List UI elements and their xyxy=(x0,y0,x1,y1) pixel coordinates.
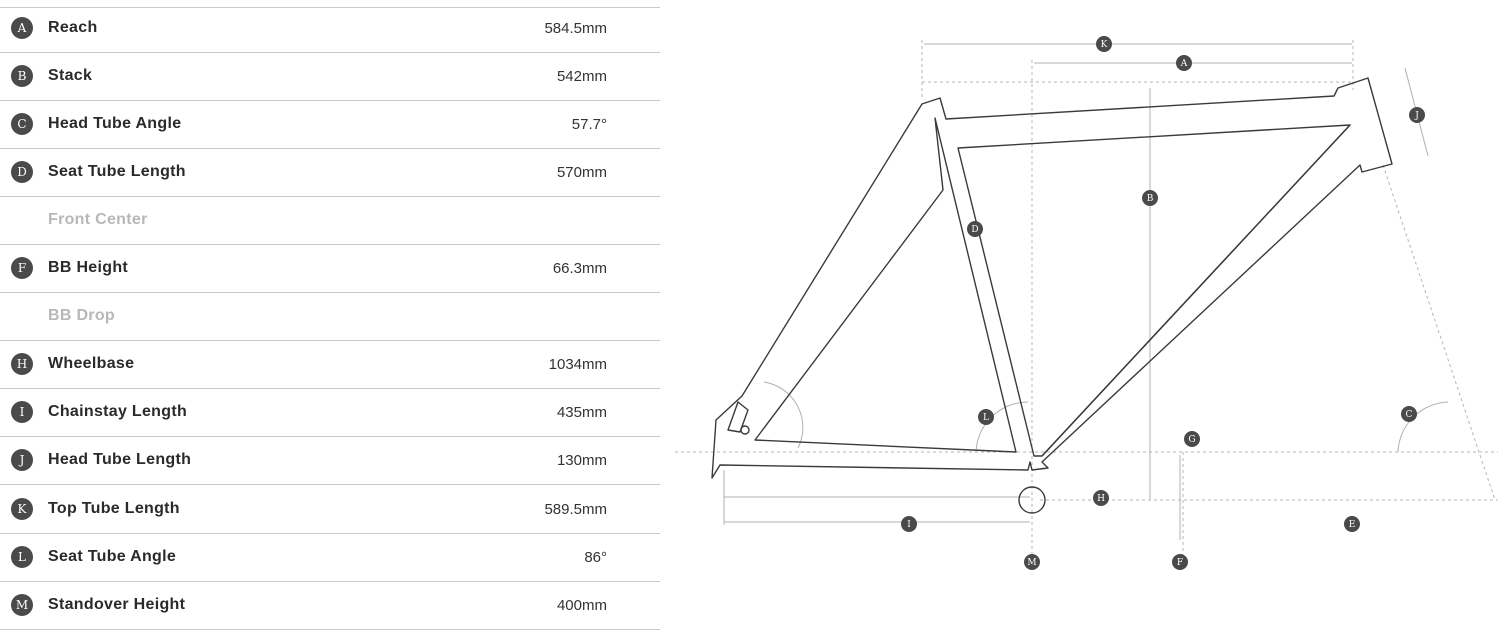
geometry-label: Stack xyxy=(48,67,93,84)
letter-badge: F xyxy=(11,257,33,279)
geometry-value: 584.5mm xyxy=(544,20,607,37)
geometry-value: 86° xyxy=(584,549,607,566)
geometry-value: 589.5mm xyxy=(544,501,607,518)
letter-badge: K xyxy=(11,498,33,520)
geometry-row-stack: B Stack 542mm xyxy=(0,52,660,101)
svg-text:F: F xyxy=(1177,558,1183,568)
geometry-label: Head Tube Length xyxy=(48,451,192,468)
geometry-label: BB Height xyxy=(48,259,129,276)
svg-text:A: A xyxy=(1180,59,1188,69)
geometry-row-wheelbase: H Wheelbase 1034mm xyxy=(0,340,660,389)
geometry-label: Seat Tube Length xyxy=(48,163,186,180)
geometry-row-reach: A Reach 584.5mm xyxy=(0,4,660,53)
marker-f: F xyxy=(1172,554,1188,570)
diagram-markers: K A J B D L C G H I E M F xyxy=(901,36,1425,570)
marker-d: D xyxy=(967,221,983,237)
svg-text:H: H xyxy=(1097,494,1105,504)
letter-badge: M xyxy=(11,594,33,616)
geometry-label: Front Center xyxy=(48,211,148,228)
marker-m: M xyxy=(1024,554,1040,570)
svg-text:E: E xyxy=(1349,520,1356,530)
svg-text:I: I xyxy=(907,520,911,530)
letter-badge: J xyxy=(11,449,33,471)
svg-text:G: G xyxy=(1188,435,1195,445)
geometry-row-standover-height: M Standover Height 400mm xyxy=(0,581,660,630)
letter-badge: D xyxy=(11,161,33,183)
svg-text:C: C xyxy=(1406,410,1413,420)
geometry-value: 542mm xyxy=(556,68,607,85)
marker-l: L xyxy=(978,409,994,425)
geometry-row-chainstay-length: I Chainstay Length 435mm xyxy=(0,388,660,437)
geometry-row-seat-tube-angle: L Seat Tube Angle 86° xyxy=(0,533,660,582)
geometry-label: Reach xyxy=(48,19,98,36)
geometry-label: Chainstay Length xyxy=(48,403,188,420)
svg-text:M: M xyxy=(1027,558,1036,568)
svg-text:L: L xyxy=(983,413,989,423)
geometry-label: Head Tube Angle xyxy=(48,115,182,132)
geometry-row-bb-drop: BB Drop xyxy=(0,292,660,341)
geometry-row-top-tube-length: K Top Tube Length 589.5mm xyxy=(0,485,660,534)
geometry-label: BB Drop xyxy=(48,307,115,324)
geometry-value: 66.3mm xyxy=(552,260,607,277)
dimension-guides xyxy=(675,40,1498,560)
letter-badge: L xyxy=(11,546,33,568)
svg-text:J: J xyxy=(1414,111,1419,121)
geometry-label: Wheelbase xyxy=(48,355,135,372)
marker-i: I xyxy=(901,516,917,532)
marker-k: K xyxy=(1096,36,1112,52)
geometry-row-head-tube-angle: C Head Tube Angle 57.7° xyxy=(0,100,660,149)
geometry-value: 57.7° xyxy=(571,116,607,133)
geometry-value: 570mm xyxy=(556,164,607,181)
svg-text:B: B xyxy=(1147,194,1154,204)
dimension-lines xyxy=(723,43,1449,540)
geometry-value: 435mm xyxy=(556,404,607,421)
geometry-row-seat-tube-length: D Seat Tube Length 570mm xyxy=(0,148,660,197)
geometry-label: Standover Height xyxy=(48,596,186,613)
marker-b: B xyxy=(1142,190,1158,206)
marker-c: C xyxy=(1401,406,1417,422)
letter-badge: B xyxy=(11,65,33,87)
svg-text:D: D xyxy=(971,225,978,235)
letter-badge: C xyxy=(11,113,33,135)
letter-badge: A xyxy=(11,17,33,39)
marker-h: H xyxy=(1093,490,1109,506)
geometry-value: 400mm xyxy=(556,597,607,614)
marker-g: G xyxy=(1184,431,1200,447)
letter-badge: H xyxy=(11,353,33,375)
geometry-value: 130mm xyxy=(556,452,607,469)
marker-a: A xyxy=(1176,55,1192,71)
frame-geometry-diagram: K A J B D L C G H I E M F xyxy=(660,0,1500,632)
geometry-label: Seat Tube Angle xyxy=(48,548,177,565)
geometry-value: 1034mm xyxy=(548,356,607,373)
geometry-row-bb-height: F BB Height 66.3mm xyxy=(0,244,660,293)
letter-badge: I xyxy=(11,401,33,423)
geometry-row-front-center: Front Center xyxy=(0,196,660,245)
marker-j: J xyxy=(1409,107,1425,123)
bike-frame-outline xyxy=(711,77,1393,514)
svg-text:K: K xyxy=(1101,40,1108,50)
geometry-label: Top Tube Length xyxy=(48,500,180,517)
geometry-row-head-tube-length: J Head Tube Length 130mm xyxy=(0,436,660,485)
marker-e: E xyxy=(1344,516,1360,532)
